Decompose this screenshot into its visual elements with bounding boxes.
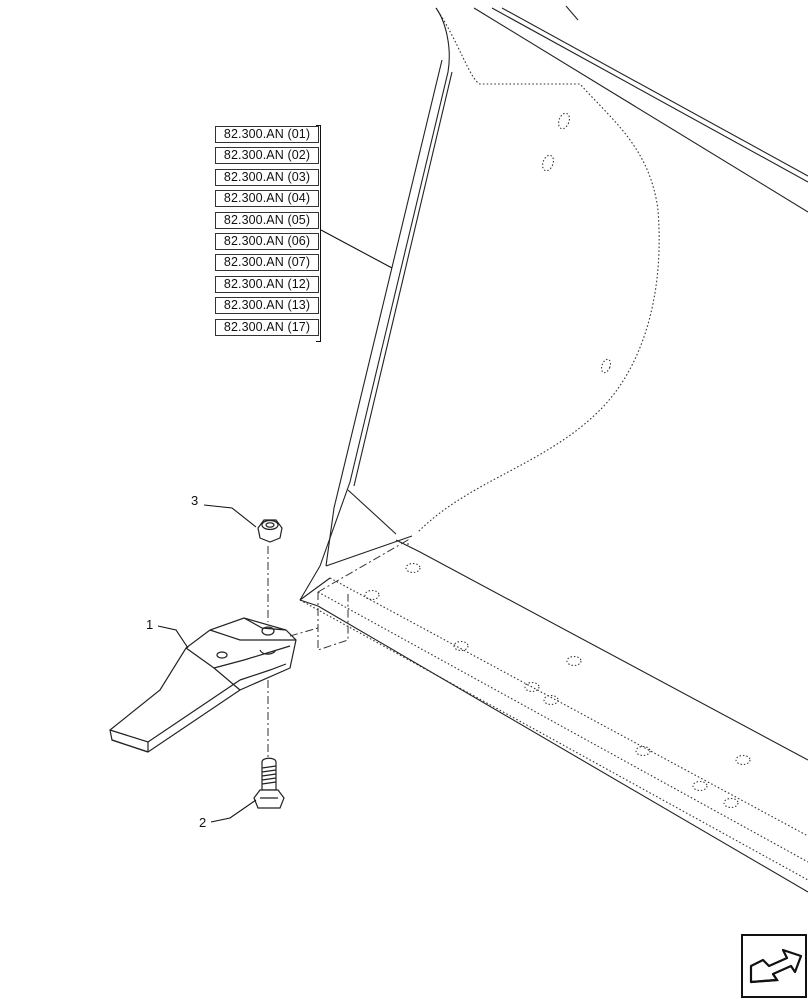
back-arrow-icon — [749, 948, 803, 984]
reference-link[interactable]: 82.300.AN (03) — [215, 168, 319, 186]
bucket-tooth[interactable] — [109, 617, 297, 753]
reference-link[interactable]: 82.300.AN (01) — [215, 126, 319, 143]
reference-link[interactable]: 82.300.AN (17) — [215, 318, 319, 336]
assembly-centerlines — [267, 539, 409, 760]
back-navigation-button[interactable] — [741, 934, 807, 998]
callout-bolt[interactable]: 2 — [199, 815, 207, 830]
callout-tooth[interactable]: 1 — [146, 617, 154, 632]
reference-bracket — [316, 125, 321, 342]
reference-link[interactable]: 82.300.AN (07) — [215, 254, 319, 272]
reference-link[interactable]: 82.300.AN (05) — [215, 211, 319, 229]
leader-lines — [157, 229, 393, 823]
reference-link[interactable]: 82.300.AN (02) — [215, 147, 319, 165]
reference-link[interactable]: 82.300.AN (06) — [215, 232, 319, 250]
hex-nut[interactable] — [257, 519, 283, 543]
bucket-assembly — [299, 5, 808, 893]
plow-bolt[interactable] — [253, 757, 285, 809]
reference-list: 82.300.AN (01) 82.300.AN (02) 82.300.AN … — [215, 126, 319, 340]
reference-link[interactable]: 82.300.AN (12) — [215, 275, 319, 293]
reference-link[interactable]: 82.300.AN (13) — [215, 297, 319, 315]
reference-link[interactable]: 82.300.AN (04) — [215, 190, 319, 208]
callout-nut[interactable]: 3 — [191, 493, 199, 508]
